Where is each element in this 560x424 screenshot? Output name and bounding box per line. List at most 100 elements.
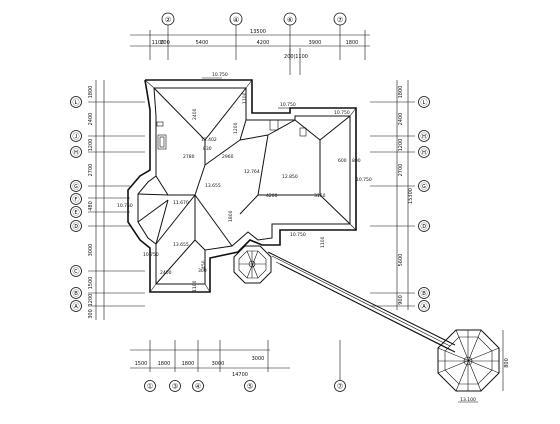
- left-dim-3: 2700: [88, 164, 94, 177]
- axis-bubble-right-H1: Ⓗ: [421, 133, 428, 141]
- bottom-axis-bubbles: ① ③ ④ ⑤ ⑦: [144, 380, 346, 392]
- axis-bubble-bottom-5: ⑤: [247, 383, 253, 391]
- bottom-dimension-chain: 1500 1800 1800 3000 3000 14700: [130, 340, 341, 384]
- axis-bubble-right-B: Ⓑ: [421, 290, 428, 298]
- elevation-1: 10.750: [280, 102, 296, 108]
- left-dim-6: 1500: [88, 277, 94, 290]
- top-dim-4: 1800: [346, 40, 359, 46]
- top-sub-dim-2: 200|1100: [284, 54, 308, 60]
- axis-bubble-left-E: Ⓔ: [73, 209, 80, 217]
- right-dim-1: 2400: [398, 113, 404, 126]
- axis-bubble-left-L: Ⓛ: [73, 99, 80, 107]
- inner-dim-5: 600: [338, 158, 347, 164]
- inner-dim-4: 3150: [314, 193, 326, 199]
- elevation-2: 10.750: [334, 110, 350, 116]
- axis-bubble-right-G: Ⓖ: [421, 183, 428, 191]
- axis-bubble-left-D: Ⓓ: [73, 223, 80, 231]
- inner-dim-0: 2780: [183, 154, 195, 160]
- axis-bubble-left-B: Ⓑ: [73, 290, 80, 298]
- axis-bubble-top-6: ⑥: [287, 16, 293, 24]
- inner-dim-3: 4200: [266, 193, 278, 199]
- axis-bubble-right-D: Ⓓ: [421, 223, 428, 231]
- axis-bubble-bottom-1: ①: [147, 383, 153, 391]
- axis-bubble-top-4: ④: [233, 16, 239, 24]
- inner-dim-13: 1800: [228, 210, 234, 222]
- top-dim-1: 5400: [196, 40, 209, 46]
- inner-dim-11: 300: [198, 268, 207, 274]
- elevation-4: 12.764: [244, 169, 260, 175]
- bottom-dim-0: 1500: [135, 361, 148, 367]
- interior-dimensions: 2780 2960 830 4200 3150 600 800 2400 110…: [160, 92, 361, 292]
- large-gazebo: 800 13.100: [437, 329, 510, 403]
- inner-dim-15: 2400: [160, 270, 172, 276]
- left-dim-4: 480: [88, 201, 94, 211]
- bottom-dim-2: 1800: [182, 361, 195, 367]
- inner-dim-14: 1100: [192, 280, 198, 292]
- left-dimension-chain: 1800 2400 1200 2700 480 3000 1500 1200 3…: [88, 80, 145, 320]
- elevation-7: 10.750: [356, 177, 372, 183]
- left-axis-bubbles: Ⓛ Ⓙ Ⓗ Ⓖ Ⓕ Ⓔ Ⓓ Ⓒ Ⓑ Ⓐ: [70, 96, 82, 312]
- top-total-dimension: 13500: [250, 29, 266, 35]
- inner-dim-12: 450: [201, 260, 207, 269]
- axis-bubble-right-H2: Ⓗ: [421, 149, 428, 157]
- axis-bubble-left-F: Ⓕ: [73, 196, 80, 204]
- elevation-gazebo: 13.100: [460, 397, 476, 403]
- covered-walkway: [267, 251, 456, 353]
- right-total-dimension: 15300: [408, 188, 414, 204]
- left-dim-2: 1200: [88, 139, 94, 152]
- elevation-12: 10.750: [290, 232, 306, 238]
- small-gazebo: [233, 245, 272, 284]
- elevation-9: 10.750: [117, 203, 133, 209]
- left-dim-5: 3000: [88, 244, 94, 257]
- top-dimension-chain: 13500 1100 5400 4200 3900 1800 200 200|1…: [130, 29, 370, 75]
- bottom-dim-3: 3000: [212, 361, 225, 367]
- left-dim-8: 300: [88, 309, 94, 319]
- roof-ridges-hips: [137, 79, 357, 293]
- right-dim-5: 900: [398, 295, 404, 305]
- elevation-6: 12.850: [282, 174, 298, 180]
- top-sub-dim: 200: [160, 40, 170, 46]
- axis-bubble-top-2: ②: [165, 16, 171, 24]
- right-dim-3: 2700: [398, 164, 404, 177]
- top-dim-2: 4200: [257, 40, 270, 46]
- elevation-labels: 10.750 10.750 10.750 12.402 12.764 13.65…: [117, 72, 372, 258]
- right-dim-4: 5600: [398, 254, 404, 267]
- top-dim-0: 1100: [152, 40, 165, 46]
- elevation-3: 12.402: [201, 137, 217, 143]
- right-axis-bubbles: Ⓛ Ⓗ Ⓗ Ⓖ Ⓓ Ⓑ Ⓐ: [418, 96, 430, 312]
- axis-bubble-right-L: Ⓛ: [421, 99, 428, 107]
- inner-dim-8: 1100: [242, 92, 248, 104]
- bottom-dim-1: 1800: [158, 361, 171, 367]
- elevation-5: 13.655: [205, 183, 221, 189]
- inner-dim-2: 830: [203, 146, 212, 152]
- axis-bubble-left-C: Ⓒ: [73, 268, 80, 276]
- inner-dim-6: 800: [352, 158, 361, 164]
- axis-bubble-left-G: Ⓖ: [73, 183, 80, 191]
- left-dim-0: 1800: [88, 86, 94, 99]
- axis-bubble-left-A: Ⓐ: [73, 303, 80, 311]
- bottom-dim-4: 3000: [252, 356, 265, 362]
- elevation-8: 11.670: [173, 200, 189, 206]
- inner-dim-10: 1100: [320, 236, 326, 248]
- right-dim-0: 1800: [398, 86, 404, 99]
- top-axis-bubbles: ② ④ ⑥ ⑦: [161, 12, 347, 30]
- right-dimension-chain: 1800 2400 1200 2700 5600 900 15300: [370, 80, 415, 310]
- left-dim-1: 2400: [88, 113, 94, 126]
- elevation-11: 10.750: [143, 252, 159, 258]
- axis-bubble-right-A: Ⓐ: [421, 303, 428, 311]
- axis-bubble-bottom-4: ④: [195, 383, 201, 391]
- axis-bubble-left-H: Ⓗ: [73, 149, 80, 157]
- top-dim-3: 3900: [309, 40, 322, 46]
- axis-bubble-bottom-7: ⑦: [337, 383, 343, 391]
- left-dim-7: 1200: [88, 294, 94, 307]
- inner-dim-1: 2960: [222, 154, 234, 160]
- inner-dim-7: 2400: [192, 108, 198, 120]
- axis-bubble-top-7: ⑦: [337, 16, 343, 24]
- roof-details: [156, 119, 307, 150]
- axis-bubble-left-J: Ⓙ: [73, 133, 80, 141]
- elevation-10: 13.655: [173, 242, 189, 248]
- bottom-total-dimension: 14700: [232, 372, 248, 378]
- right-dim-2: 1200: [398, 139, 404, 152]
- axis-bubble-bottom-3: ③: [172, 383, 178, 391]
